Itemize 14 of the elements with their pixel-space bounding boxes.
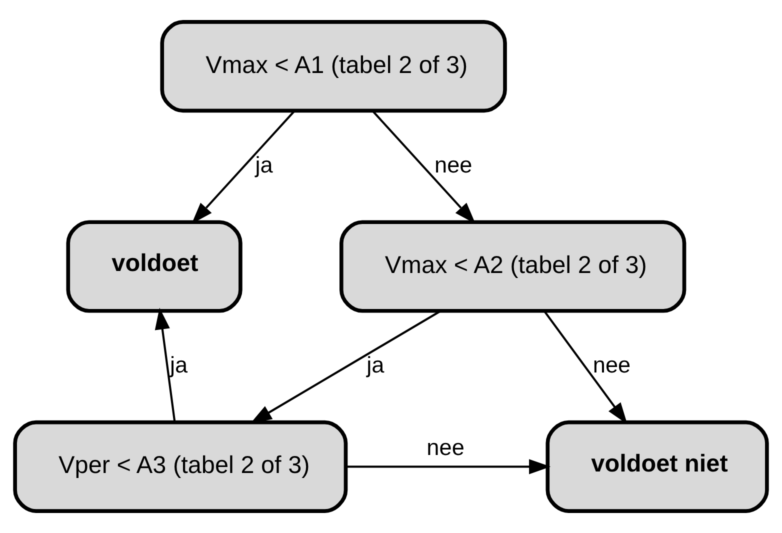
- edge-label: ja: [170, 352, 188, 378]
- arrow: [346, 459, 551, 474]
- edge-label: ja: [366, 352, 384, 378]
- edge-label: ja: [255, 152, 273, 178]
- edge-label: nee: [434, 152, 472, 178]
- edge-label: nee: [426, 435, 464, 460]
- arrow: [543, 310, 628, 424]
- node-box: voldoet niet: [546, 420, 769, 513]
- node-box: Vper < A3 (tabel 2 of 3): [13, 420, 348, 513]
- arrow: [154, 308, 176, 422]
- node-box: Vmax < A1 (tabel 2 of 3): [160, 20, 507, 113]
- node-box: Vmax < A2 (tabel 2 of 3): [339, 220, 686, 313]
- edge-label: nee: [592, 352, 631, 378]
- node-box: voldoet: [66, 220, 242, 313]
